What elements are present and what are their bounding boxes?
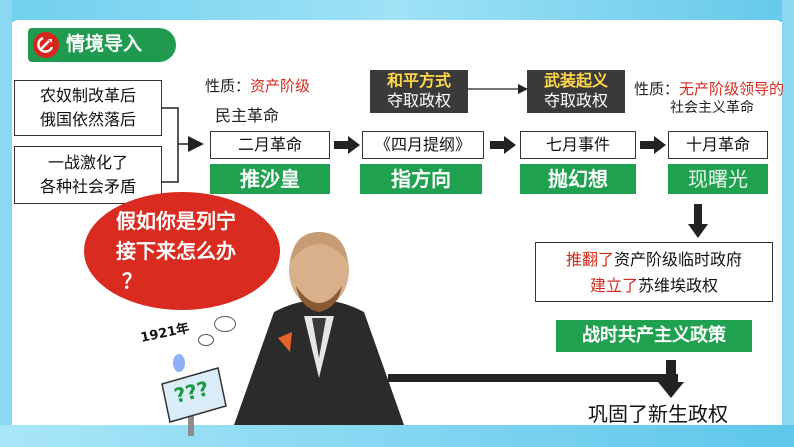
bracket-connector: [162, 107, 204, 183]
method-2-line2: 夺取政权: [543, 91, 608, 110]
thought-bubble: [84, 192, 280, 310]
frame-bottom: [0, 425, 794, 447]
nature-left-prefix: 性质：: [205, 77, 251, 95]
event-box-3: 七月事件: [520, 131, 636, 159]
cause-2-line1: 一战激化了: [47, 153, 128, 172]
frame-right: [782, 0, 794, 447]
lenin-portrait: [234, 232, 404, 425]
nature-right-highlight: 无产阶级领导的: [679, 80, 784, 98]
nature-left: 性质：资产阶级: [205, 77, 310, 95]
frame-top: [0, 0, 794, 22]
balloon: [173, 354, 185, 372]
event-box-2: 《四月提纲》: [362, 131, 484, 159]
section-title: 情境导入: [66, 33, 143, 55]
cause-1-line1: 农奴制改革后: [39, 86, 136, 105]
final-arrow: [388, 360, 684, 398]
outcome-rest-2: 苏维埃政权: [638, 276, 719, 295]
event-box-1: 二月革命: [210, 131, 330, 159]
cause-1-line2: 俄国依然落后: [39, 110, 136, 129]
result-box-3: 抛幻想: [520, 164, 636, 194]
bubble-line-3: ？: [122, 269, 142, 293]
nature-right-prefix: 性质：: [634, 80, 680, 98]
bubble-line-2: 接下来怎么办: [116, 239, 236, 263]
final-result: 巩固了新生政权: [588, 402, 728, 426]
outcome-rest-1: 资产阶级临时政府: [614, 250, 743, 269]
method-1-line1: 和平方式: [386, 71, 451, 90]
hammer-sickle-icon: [33, 32, 59, 58]
nature-left-highlight: 资产阶级: [250, 77, 311, 95]
method-box-1: 和平方式 夺取政权: [370, 70, 468, 113]
bubble-text: 假如你是列宁 接下来怎么办 ？: [116, 206, 292, 296]
cause-box-2: 一战激化了 各种社会矛盾: [14, 146, 162, 204]
thought-dot-1: [214, 316, 236, 332]
policy-box: 战时共产主义政策: [556, 320, 752, 352]
cause-2-line2: 各种社会矛盾: [39, 177, 136, 196]
frame-left: [0, 0, 12, 447]
method-box-2: 武装起义 夺取政权: [527, 70, 625, 113]
bubble-line-1: 假如你是列宁: [116, 209, 236, 233]
event-arrow-2: [490, 136, 516, 154]
nature-left-line2: 民主革命: [215, 106, 280, 125]
outcome-verb-2: 建立了: [589, 276, 638, 295]
question-sign: [161, 367, 227, 436]
method-1-line2: 夺取政权: [386, 91, 451, 110]
outcome-verb-1: 推翻了: [565, 250, 614, 269]
thought-dot-2: [198, 334, 214, 346]
method-2-line1: 武装起义: [543, 71, 608, 90]
result-box-2: 指方向: [360, 164, 482, 194]
nature-right: 性质：无产阶级领导的: [634, 80, 784, 98]
nature-right-line2: 社会主义革命: [670, 100, 754, 116]
down-arrow-1: [688, 204, 708, 238]
event-arrow-3: [640, 136, 666, 154]
event-arrow-1: [334, 136, 360, 154]
outcome-box: 推翻了资产阶级临时政府 建立了苏维埃政权: [535, 242, 773, 302]
result-box-4: 现曙光: [668, 164, 768, 194]
cause-box-1: 农奴制改革后 俄国依然落后: [14, 80, 162, 136]
result-box-1: 推沙皇: [210, 164, 330, 194]
event-box-4: 十月革命: [668, 131, 768, 159]
method-arrow: [468, 84, 528, 94]
